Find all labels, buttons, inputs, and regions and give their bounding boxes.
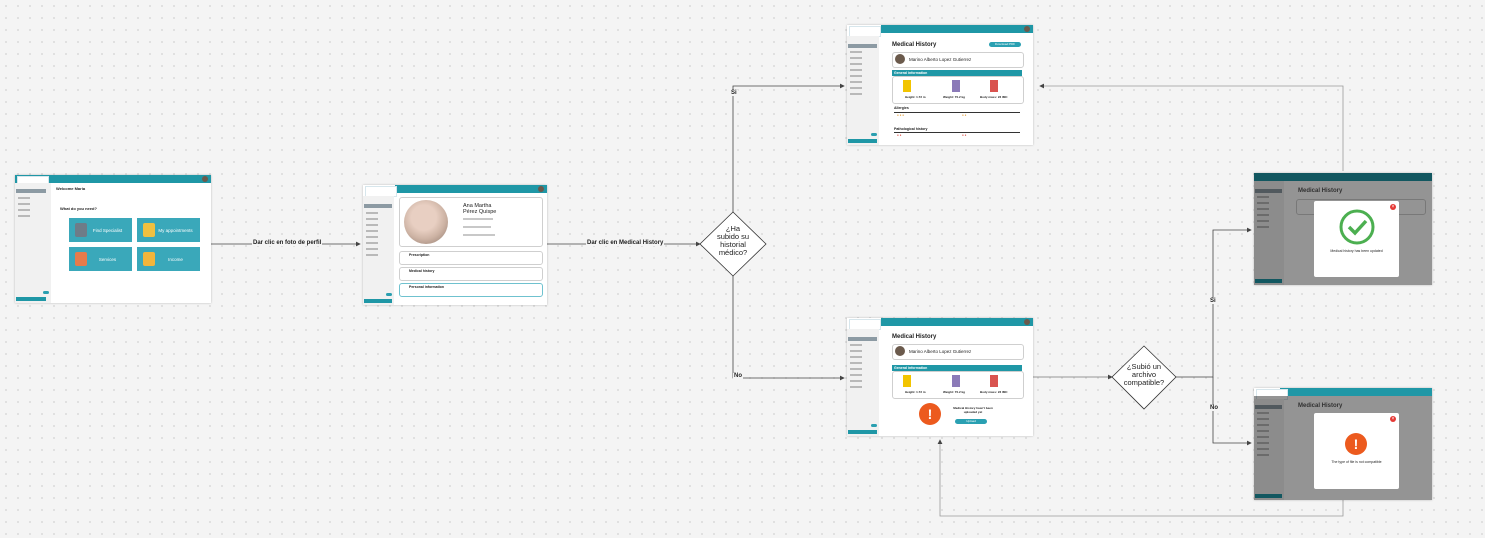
edge-label-no-bottom: No bbox=[733, 373, 743, 379]
success-message: Medical history has been updated bbox=[1330, 249, 1383, 253]
alert-icon: ! bbox=[919, 403, 941, 425]
decision-diamond-2 bbox=[1111, 345, 1177, 410]
general-info-bar: General information bbox=[892, 70, 1022, 76]
weight-value: Weight: 70.2 kg bbox=[943, 390, 965, 394]
section-medical-history[interactable] bbox=[399, 267, 543, 281]
sidebar bbox=[1254, 399, 1284, 500]
edge-label-yes-top: Si bbox=[730, 90, 738, 96]
profile-photo[interactable] bbox=[404, 200, 448, 244]
error-message: The type of file is not compatible bbox=[1331, 460, 1382, 464]
profile-name-2: Pérez Quispe bbox=[463, 209, 497, 215]
top-bar bbox=[881, 318, 1033, 326]
edge-decision1-no bbox=[732, 274, 845, 381]
height-icon bbox=[903, 80, 911, 92]
edge-success-back bbox=[1039, 83, 1344, 171]
profile-name-1: Ana Martha bbox=[463, 203, 492, 209]
general-info-bar: General information bbox=[892, 365, 1022, 371]
edge-label-no-right: No bbox=[1209, 405, 1219, 411]
top-bar bbox=[1254, 173, 1432, 181]
upload-button[interactable]: Upload bbox=[955, 419, 987, 424]
avatar[interactable] bbox=[1024, 26, 1030, 32]
bmi-icon bbox=[990, 375, 998, 387]
avatar[interactable] bbox=[538, 186, 544, 192]
screen-upload-success: Medical History × Medical history has be… bbox=[1254, 173, 1432, 285]
screen-history-uploaded: Medical History Download PDF Marino Albe… bbox=[847, 25, 1033, 145]
bmi-value: Body mass: 23 IMC bbox=[980, 95, 1008, 99]
section-label: Personal information bbox=[409, 285, 445, 289]
edge-decision2-no bbox=[1212, 377, 1252, 446]
patient-name: Marino Alberto Lopez Gutierrez bbox=[909, 349, 972, 354]
page-title: Medical History bbox=[1298, 403, 1343, 409]
section-prescription[interactable] bbox=[399, 251, 543, 265]
section-label: Medical history bbox=[409, 269, 435, 273]
page-title: Medical History bbox=[1298, 188, 1343, 194]
patient-card bbox=[892, 52, 1024, 68]
allergies-heading: Allergies bbox=[894, 106, 909, 110]
screen-profile: Ana Martha Pérez Quispe Prescription Med… bbox=[363, 185, 547, 305]
sidebar bbox=[15, 183, 51, 303]
close-icon[interactable]: × bbox=[1390, 204, 1396, 210]
top-bar bbox=[395, 185, 547, 193]
sidebar bbox=[363, 196, 394, 305]
page-title: Medical History bbox=[892, 334, 937, 340]
sidebar bbox=[847, 36, 879, 145]
question-label: What do you need? bbox=[60, 206, 97, 211]
sidebar bbox=[1254, 181, 1284, 285]
edge-label-history-click: Dar clic en Medical History bbox=[586, 240, 665, 246]
tile-find-specialist[interactable]: Find Specialist bbox=[69, 218, 132, 242]
patient-card bbox=[892, 344, 1024, 360]
sidebar bbox=[847, 329, 879, 436]
weight-icon bbox=[952, 375, 960, 387]
patient-name: Marino Alberto Lopez Gutierrez bbox=[909, 57, 972, 62]
avatar[interactable] bbox=[1024, 319, 1030, 325]
edge-error-back bbox=[937, 439, 1344, 517]
height-icon bbox=[903, 375, 911, 387]
bmi-icon bbox=[990, 80, 998, 92]
alert-icon: ! bbox=[1345, 433, 1367, 455]
avatar[interactable] bbox=[202, 176, 208, 182]
edge-label-profile-click: Dar clic en foto de perfil bbox=[252, 240, 323, 246]
edge-decision1-yes bbox=[732, 83, 845, 215]
page-title: Medical History bbox=[892, 42, 937, 48]
screen-history-empty: Medical History Marino Alberto Lopez Gut… bbox=[847, 318, 1033, 436]
top-bar bbox=[15, 175, 211, 183]
screen-upload-error: Medical History × ! The type of file is … bbox=[1254, 388, 1432, 500]
tile-appointments[interactable]: My appointments bbox=[137, 218, 200, 242]
download-pdf-button[interactable]: Download PDF bbox=[989, 42, 1021, 47]
height-value: Height: 1.72 m bbox=[905, 95, 926, 99]
error-modal: × ! The type of file is not compatible bbox=[1314, 413, 1399, 489]
check-icon bbox=[1339, 209, 1375, 245]
top-bar bbox=[881, 25, 1033, 33]
tile-income[interactable]: Income bbox=[137, 247, 200, 271]
close-icon[interactable]: × bbox=[1390, 416, 1396, 422]
success-modal: × Medical history has been updated bbox=[1314, 201, 1399, 277]
section-label: Prescription bbox=[409, 253, 430, 257]
welcome-title: Welcome Maria bbox=[56, 186, 86, 191]
tile-services[interactable]: Services bbox=[69, 247, 132, 271]
edge-label-yes-right: Si bbox=[1209, 298, 1217, 304]
weight-icon bbox=[952, 80, 960, 92]
screen-home: Welcome Maria What do you need? Find Spe… bbox=[15, 175, 211, 303]
section-personal-info[interactable] bbox=[399, 283, 543, 297]
not-uploaded-notice: Medical History hasn't been uploaded yet bbox=[953, 406, 993, 414]
bmi-value: Body mass: 23 IMC bbox=[980, 390, 1008, 394]
weight-value: Weight: 70.2 kg bbox=[943, 95, 965, 99]
height-value: Height: 1.72 m bbox=[905, 390, 926, 394]
decision-diamond-1 bbox=[699, 211, 767, 277]
top-bar bbox=[1280, 388, 1432, 396]
pathological-heading: Pathological history bbox=[894, 127, 928, 131]
